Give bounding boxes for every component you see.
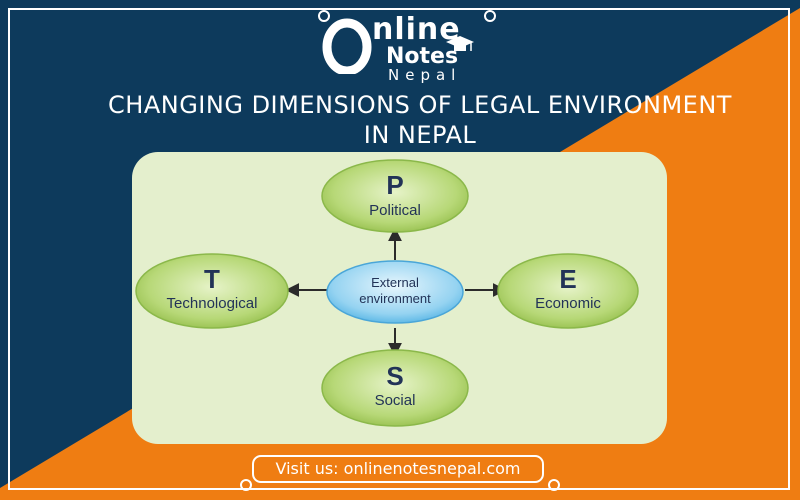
graduation-cap-icon — [446, 36, 474, 51]
center-label-line2: environment — [359, 291, 431, 306]
node-political: P Political — [321, 159, 469, 233]
node-economic-letter: E — [559, 264, 576, 294]
frame-dot-right-bottom — [548, 479, 560, 491]
logo-line3: Nepal — [388, 66, 462, 84]
node-economic-label: Economic — [535, 295, 601, 312]
logo: nline Notes Nepal — [318, 10, 488, 84]
logo-o-mark — [322, 18, 372, 74]
node-technological-label: Technological — [167, 295, 258, 312]
frame-dot-right-top — [484, 10, 496, 22]
node-social-label: Social — [375, 392, 416, 409]
node-social: S Social — [321, 349, 469, 427]
node-political-letter: P — [386, 170, 403, 200]
node-social-letter: S — [386, 361, 403, 391]
node-economic: E Economic — [497, 253, 639, 329]
node-technological-letter: T — [204, 264, 220, 294]
frame-dot-left-top — [318, 10, 330, 22]
pest-diagram: P Political T Technological E Economic S… — [135, 159, 639, 427]
visit-us-link[interactable]: Visit us: onlinenotesnepal.com — [252, 455, 544, 483]
node-political-label: Political — [369, 202, 421, 219]
logo-line1: nline — [372, 12, 461, 47]
center-label-line1: External — [371, 275, 419, 290]
frame-dot-left-bottom — [240, 479, 252, 491]
logo-line2: Notes — [386, 44, 459, 69]
title-line1: CHANGING DIMENSIONS OF LEGAL ENVIRONMENT — [108, 91, 732, 119]
page-title: CHANGING DIMENSIONS OF LEGAL ENVIRONMENT… — [60, 90, 780, 150]
title-line2: IN NEPAL — [363, 121, 477, 149]
node-technological: T Technological — [135, 253, 289, 329]
node-external-environment: External environment — [326, 260, 464, 324]
